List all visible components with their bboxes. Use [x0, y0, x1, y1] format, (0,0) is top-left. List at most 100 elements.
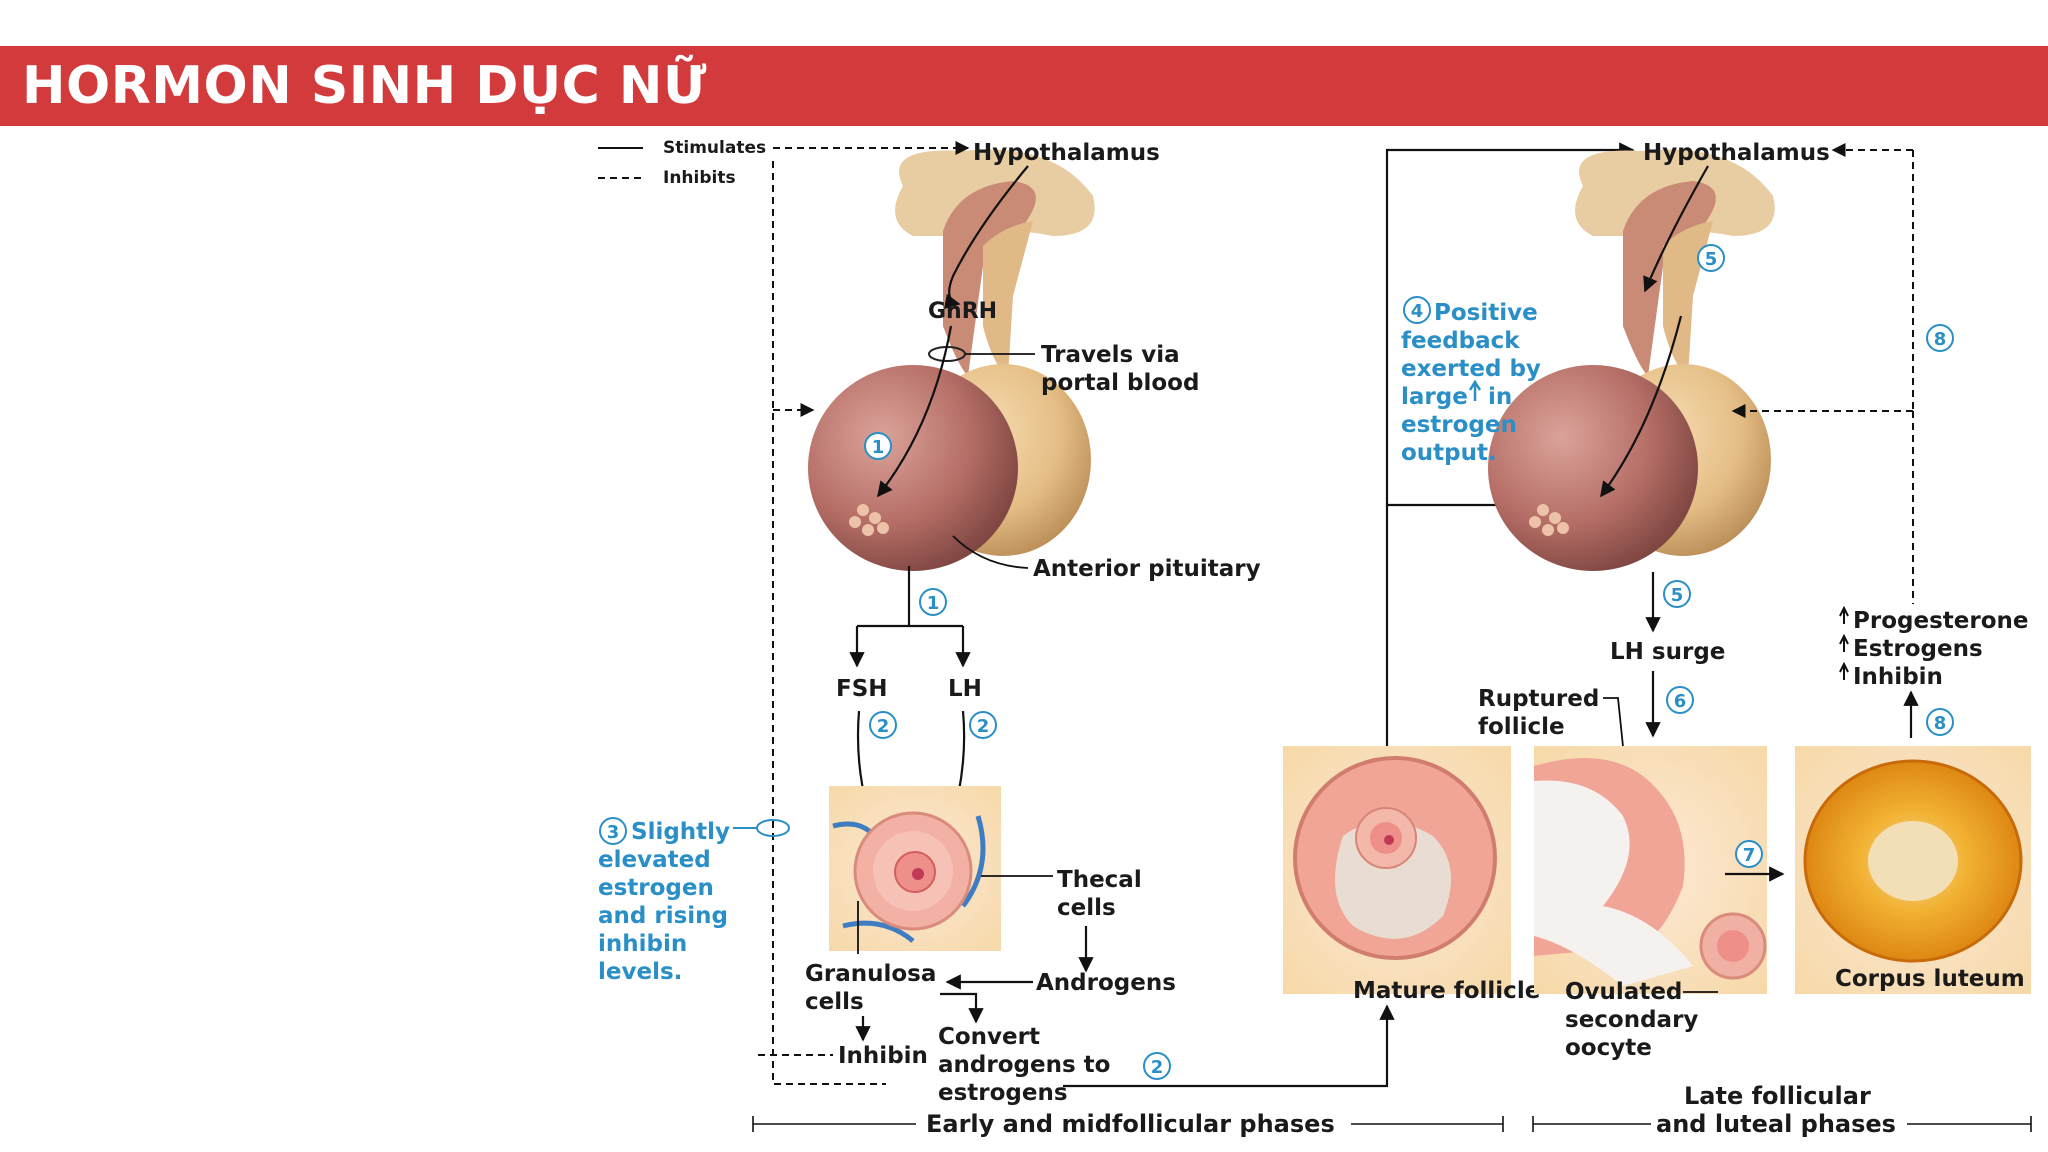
badge-number: 1: [872, 437, 885, 458]
up-arrow-icon-shape: [1839, 661, 1849, 680]
early-hypothalamus-label: Hypothalamus: [973, 140, 1160, 166]
step-badge-3: 3: [599, 817, 627, 845]
badge-number: 4: [1411, 301, 1424, 322]
ovulated-label-line1: Ovulated: [1565, 979, 1682, 1005]
badge-circle: [1926, 708, 1954, 736]
positive-text-line5: estrogen: [1401, 412, 1517, 438]
cell-cluster: [869, 512, 881, 524]
feedback-text-line3: estrogen: [598, 875, 714, 901]
up-arrow-icon: [1839, 661, 1849, 680]
badge-circle: [969, 711, 997, 739]
corpus-luteum-illustration: [1795, 746, 2031, 994]
step-badge-6: 6: [1666, 686, 1694, 714]
ovulated-label-line2: secondary: [1565, 1007, 1698, 1033]
cell-cluster: [1549, 512, 1561, 524]
badge-number: 2: [877, 716, 890, 737]
inhibin-label: Inhibin: [838, 1043, 928, 1069]
bracket-label-bg: [1651, 1108, 1907, 1138]
travels-label-line1: Travels via: [1041, 342, 1180, 368]
step-badge-8: 8: [1926, 324, 1954, 352]
late-inhibin-label: Inhibin: [1853, 664, 1943, 690]
badge-circle: [919, 588, 947, 616]
badge-circle: [1697, 244, 1725, 272]
convert-label-line1: Convert: [938, 1024, 1040, 1050]
step-badge-5: 5: [1697, 244, 1725, 272]
feedback-text-line4: and rising: [598, 903, 728, 929]
feedback-text-line1: Slightly: [631, 819, 730, 845]
early-follicle-illustration: [829, 786, 1001, 951]
cell-cluster: [1557, 522, 1569, 534]
cell-cluster: [862, 524, 874, 536]
oocyte-nucleus: [912, 868, 924, 880]
positive-text-line6: output.: [1401, 440, 1497, 466]
step-badge-1: 1: [864, 432, 892, 460]
step-badge-1: 1: [919, 588, 947, 616]
step-badge-2: 2: [869, 711, 897, 739]
positive-text-line2: feedback: [1401, 328, 1520, 354]
cell-cluster: [1542, 524, 1554, 536]
step-badge-8: 8: [1926, 708, 1954, 736]
positive-text-line3: exerted by: [1401, 356, 1541, 382]
thecal-label-line2: cells: [1057, 895, 1116, 921]
header-banner: HORMON SINH DỤC NỮ: [0, 46, 2048, 126]
feedback-text-line6: levels.: [598, 959, 682, 985]
badge-number: 5: [1671, 585, 1684, 606]
released-fluid: [1534, 780, 1693, 986]
badge-circle: [1143, 1052, 1171, 1080]
late-phase-label-line2: and luteal phases: [1656, 1110, 1896, 1138]
granulosa-label-line2: cells: [805, 989, 864, 1015]
androgens-label: Androgens: [1036, 970, 1176, 996]
positive-text-span: Positive: [1434, 300, 1538, 326]
convert-label-line2: androgens to: [938, 1052, 1110, 1078]
bracket-label-bg: [916, 1106, 1351, 1138]
cell-cluster: [849, 516, 861, 528]
step-badge-2: 2: [1143, 1052, 1171, 1080]
ruptured-leader: [1603, 697, 1626, 767]
inhibin-feedback-dashed: [772, 161, 886, 1085]
late-phase-label-line1: Late follicular: [1684, 1082, 1871, 1110]
badge-number: 8: [1934, 713, 1947, 734]
positive-text-line4: large: [1401, 384, 1468, 410]
step-badge-7: 7: [1735, 840, 1763, 868]
up-arrow-icon: [1839, 605, 1849, 624]
positive-text-line4b: in: [1488, 384, 1512, 410]
step-badge-5: 5: [1663, 580, 1691, 608]
badge-circle: [599, 817, 627, 845]
page-title: HORMON SINH DỤC NỮ: [22, 56, 707, 116]
convert-label-line3: estrogens: [938, 1080, 1068, 1106]
legend: Stimulates Inhibits: [598, 138, 766, 188]
badge-circle: [1666, 686, 1694, 714]
hormone-regulation-diagram: Stimulates Inhibits Hypothalamus GnRH Tr…: [583, 126, 2048, 1152]
early-stalk-posterior: [983, 221, 1033, 376]
fsh-label: FSH: [836, 676, 888, 702]
feedback-text-line5: inhibin: [598, 931, 687, 957]
feedback-text-line2: elevated: [598, 847, 711, 873]
feedback-text-span: Slightly: [631, 819, 730, 845]
anterior-pituitary-label: Anterior pituitary: [1033, 556, 1261, 582]
step-badge-4: 4: [1403, 296, 1431, 324]
badge-number: 3: [607, 822, 620, 843]
mature-to-hypothalamus-arrow: [1385, 142, 1635, 746]
up-arrow-icon-shape: [1468, 379, 1482, 401]
granulosa-label-line1: Granulosa: [805, 961, 936, 987]
mature-follicle-illustration: [1283, 746, 1511, 994]
ovulated-label-line3: oocyte: [1565, 1035, 1652, 1061]
badge-number: 6: [1674, 691, 1687, 712]
gnrh-to-pituitary-arrow: [877, 325, 953, 498]
lh-surge-label: LH surge: [1610, 639, 1725, 665]
travels-label-line2: portal blood: [1041, 370, 1199, 396]
badge-circle: [1926, 324, 1954, 352]
badge-circle: [864, 432, 892, 460]
badge-circle: [1663, 580, 1691, 608]
badge-circle: [869, 711, 897, 739]
anterior-pituitary-leader: [952, 535, 1029, 569]
ruptured-label-line2: follicle: [1478, 714, 1565, 740]
cell-cluster: [1537, 504, 1549, 516]
estrogen-to-mature-follicle-arrow: [1063, 1004, 1395, 1088]
mature-oocyte-nucleus: [1384, 835, 1394, 845]
progesterone-label: Progesterone: [1853, 608, 2028, 634]
positive-text-line1: Positive: [1434, 300, 1538, 326]
late-gnrh-arrow: [1600, 315, 1683, 498]
badge-number: 5: [1705, 249, 1718, 270]
thecal-label-line1: Thecal: [1057, 867, 1142, 893]
